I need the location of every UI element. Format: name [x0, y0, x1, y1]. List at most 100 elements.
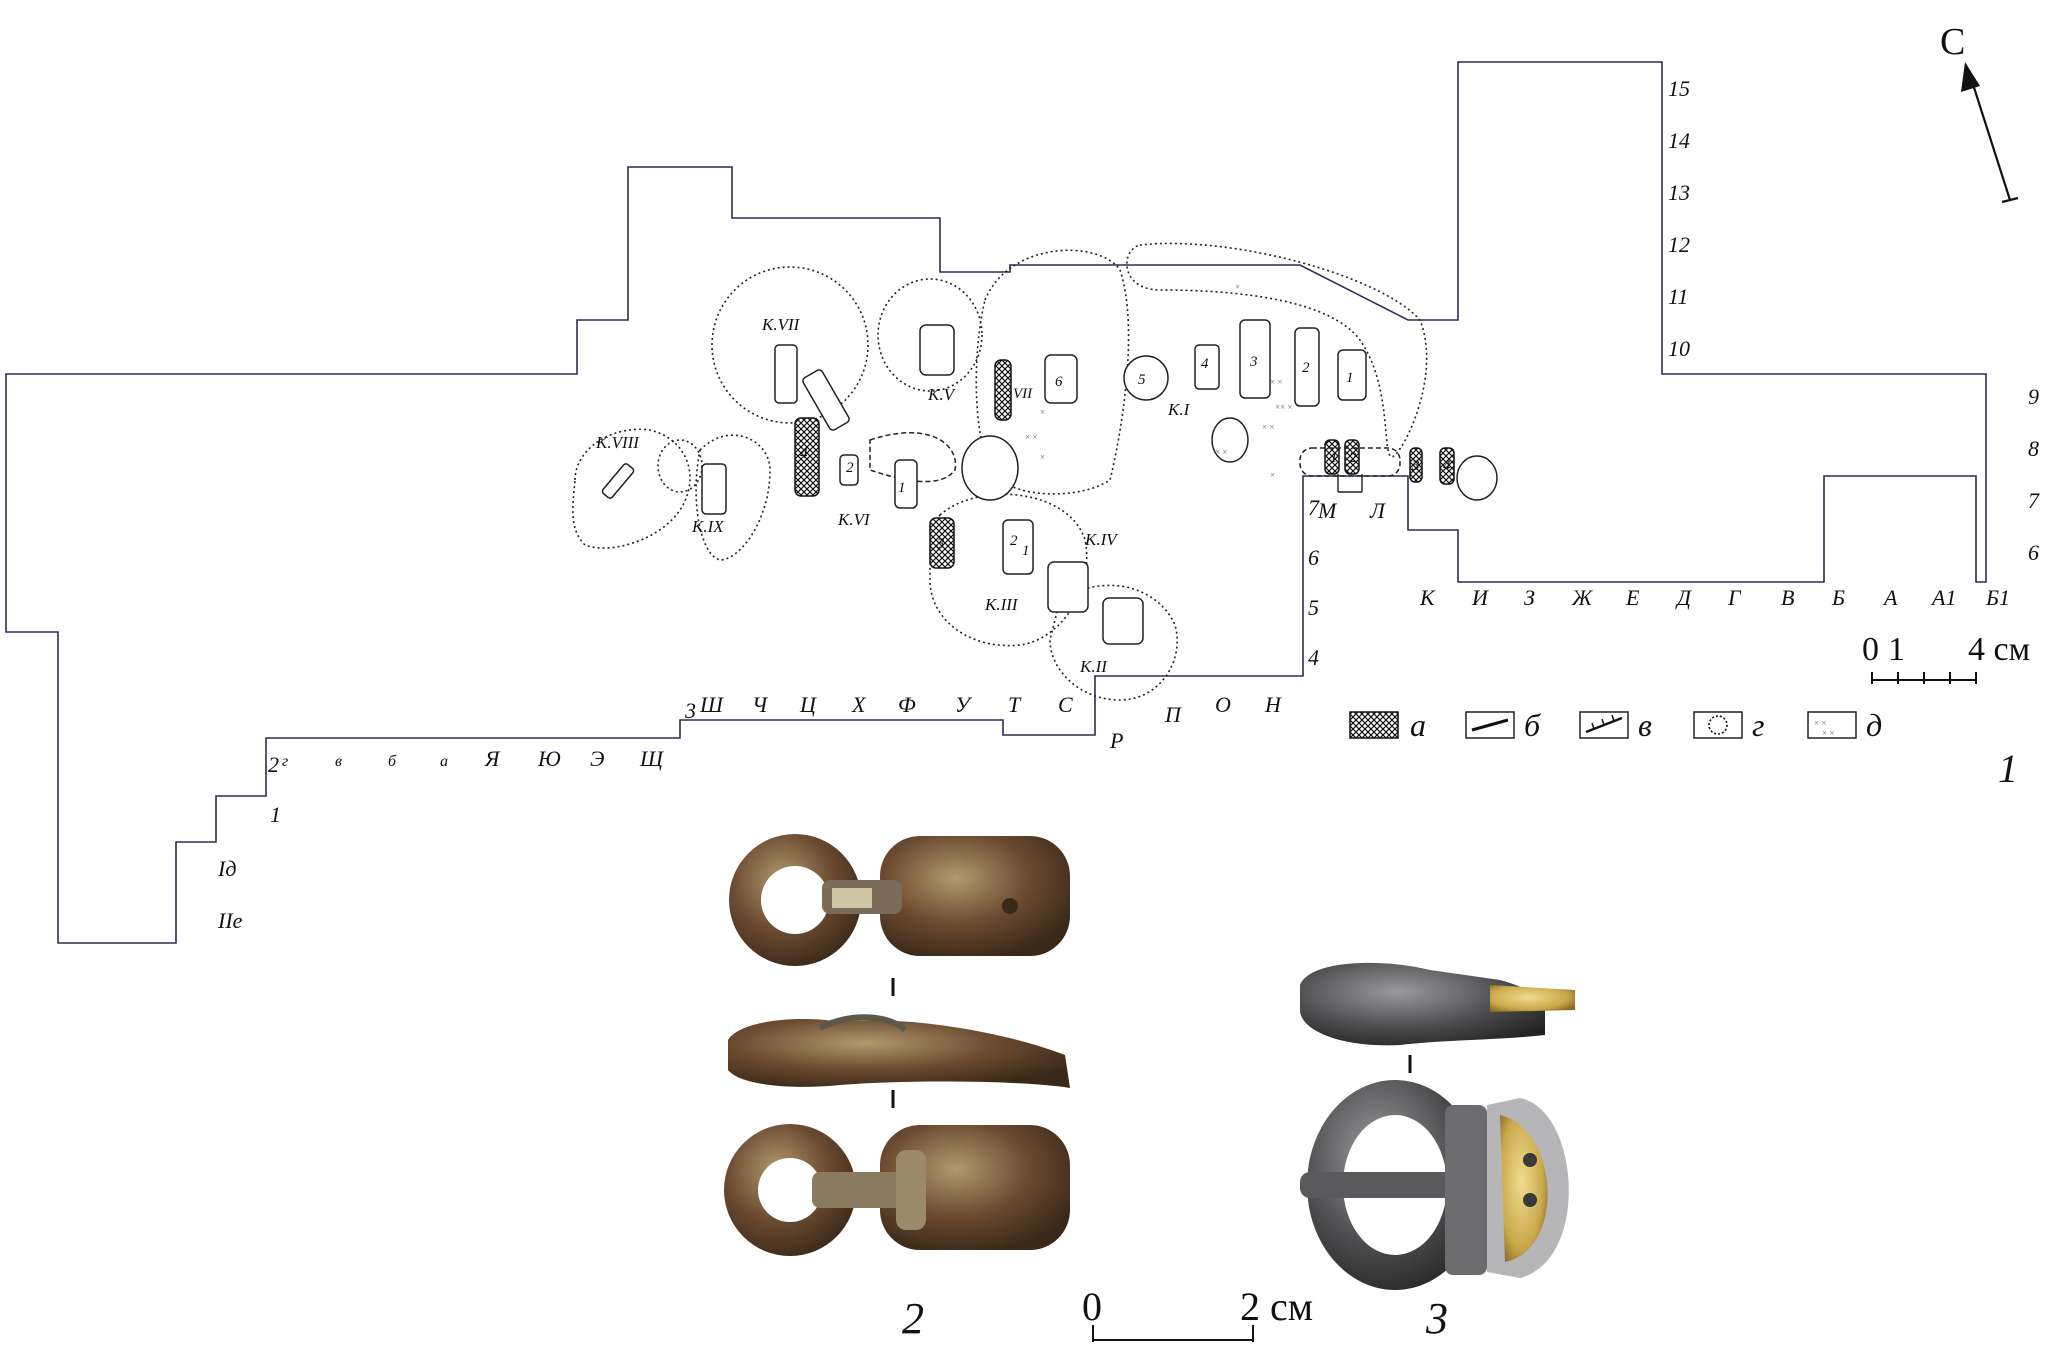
- grave-3: [1239, 319, 1271, 399]
- figure-number-main: 1: [1998, 746, 2018, 791]
- grave-number: 2: [846, 460, 854, 476]
- grave-number: 1: [1330, 450, 1338, 466]
- legend-symbol-scattered-crosses: [1807, 711, 1857, 739]
- pit-round-center: [961, 435, 1019, 501]
- buckle-3-side-view: [1300, 962, 1575, 1046]
- grave-kiv: [1047, 561, 1089, 613]
- grave-number: 1: [1346, 370, 1354, 386]
- grave-vii-hatched: [994, 359, 1012, 421]
- grave-number: 5: [1138, 372, 1146, 388]
- grave-kii: [1102, 597, 1144, 645]
- col-label: Ч: [752, 692, 769, 717]
- grave-number: 3: [1411, 458, 1420, 474]
- legend: а б в г × × × × д: [1349, 707, 1882, 743]
- col-label: в: [335, 753, 342, 770]
- grave-k-ix: [701, 463, 727, 515]
- buckle-3-front-view: [1300, 1080, 1569, 1290]
- grave-number: 2: [1010, 533, 1018, 549]
- row-label: Iд: [217, 856, 236, 881]
- find-label: 2: [902, 1294, 924, 1343]
- row-label: 7: [1308, 495, 1320, 520]
- col-label: б: [388, 753, 397, 770]
- svg-text:× ×: × ×: [1270, 377, 1282, 387]
- col-label: П: [1164, 702, 1182, 727]
- row-label: 5: [1308, 595, 1319, 620]
- southern-ditch-arc: [869, 431, 957, 483]
- legend-key: д: [1866, 707, 1882, 743]
- scattered-crosses: × × × ×× × × × × × × × × × ×: [1025, 282, 1292, 480]
- grave-number: 1: [898, 480, 906, 496]
- grave-number: 6: [1055, 374, 1063, 390]
- scale-label: 0: [1082, 1284, 1102, 1329]
- excavation-area: [5, 61, 1987, 944]
- trench-m: [1299, 447, 1401, 477]
- pit-round-viii: [657, 439, 703, 493]
- scale-label: 0: [1862, 631, 1879, 668]
- grave-hatched-k-vi: [794, 417, 820, 497]
- row-label: 2: [268, 752, 279, 777]
- col-label: Ф: [898, 692, 916, 717]
- legend-key: г: [1752, 707, 1764, 743]
- grave-l-4: [1439, 447, 1455, 485]
- svg-text:×: ×: [1040, 407, 1045, 417]
- legend-key: в: [1638, 707, 1652, 743]
- kurgan-label: K.VIII: [595, 433, 640, 452]
- grave-diagonal: [802, 369, 850, 431]
- col-label: Л: [1369, 498, 1386, 523]
- find-3-buckle: 3: [1300, 962, 1575, 1343]
- col-label: Я: [484, 746, 501, 771]
- col-label: Н: [1264, 692, 1282, 717]
- kurgan-ii-ditch: [1049, 584, 1178, 701]
- col-label: А1: [1930, 585, 1956, 610]
- col-label: Ж: [1571, 585, 1593, 610]
- col-label: М: [1317, 498, 1338, 523]
- col-label: З: [1524, 585, 1535, 610]
- north-label: С: [1940, 21, 1965, 63]
- grave-k-v: [919, 324, 955, 376]
- grave-5: [1123, 355, 1169, 401]
- row-label: 12: [1668, 232, 1690, 257]
- find-2-buckle: 2: [724, 834, 1070, 1343]
- buckle-2-top-view: [729, 834, 1070, 966]
- grave-number: 4: [1201, 356, 1209, 372]
- find-label: 3: [1425, 1294, 1448, 1343]
- svg-text:× ×: × ×: [1814, 718, 1826, 728]
- col-label: Д: [1675, 585, 1692, 610]
- grave-number: 3: [936, 536, 945, 552]
- kurgan-label: K.VII: [761, 315, 801, 334]
- row-label: 11: [1668, 284, 1688, 309]
- kurgan-viii-ditch: [572, 428, 691, 549]
- pit-round-east: [1456, 455, 1498, 501]
- row-label: 8: [2028, 436, 2039, 461]
- row-label: IIе: [217, 908, 243, 933]
- buckle-2-side-view: [728, 1014, 1070, 1088]
- grave-number: 4: [800, 446, 808, 462]
- kurgan-label: K.I: [1167, 400, 1191, 419]
- col-label: Х: [851, 692, 867, 717]
- row-label: 7: [2028, 488, 2040, 513]
- svg-text:×× ×: ×× ×: [1275, 402, 1292, 412]
- row-label: 6: [2028, 540, 2039, 565]
- col-label: Щ: [639, 746, 664, 771]
- kurgan-label: K.IV: [1084, 530, 1119, 549]
- grave-k-vi-1: [894, 459, 918, 509]
- col-label: Ю: [537, 746, 561, 771]
- col-label: С: [1058, 692, 1073, 717]
- col-label: Ш: [699, 692, 724, 717]
- pit-round-ki: [1211, 417, 1249, 463]
- col-label: А: [1882, 585, 1898, 610]
- grave-k-vi-2: [839, 454, 859, 486]
- svg-text:×: ×: [1040, 452, 1045, 462]
- row-label: 15: [1668, 76, 1690, 101]
- scale-label: 1: [1888, 631, 1905, 668]
- row-label: 1: [270, 802, 281, 827]
- col-label: В: [1781, 585, 1794, 610]
- col-label: Г: [1727, 585, 1742, 610]
- grave-number: 2: [1302, 360, 1310, 376]
- grave-number: 1: [1022, 543, 1030, 559]
- grave-kiii-1: [1002, 519, 1034, 575]
- row-label: 13: [1668, 180, 1690, 205]
- scale-label: 2 см: [1240, 1284, 1313, 1329]
- row-label: 4: [1308, 645, 1319, 670]
- grave-k-viii: [601, 463, 635, 499]
